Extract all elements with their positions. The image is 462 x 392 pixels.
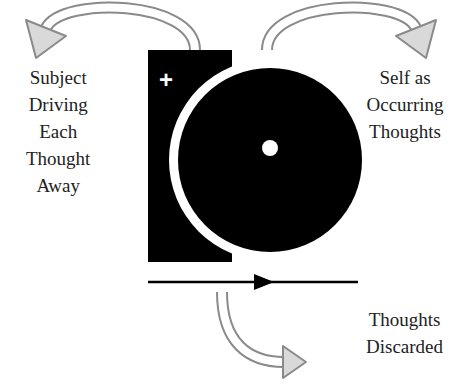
direction-arrow [148,274,358,290]
plus-sign: + [159,68,173,92]
curved-arrow [267,7,436,58]
curved-arrow [222,292,306,378]
side-label: Subject Driving Each Thought Away [26,64,90,199]
side-label: Self as Occurring Thoughts [364,64,446,145]
subject-emblem [148,50,371,262]
side-label: Thoughts Discarded [366,306,443,360]
